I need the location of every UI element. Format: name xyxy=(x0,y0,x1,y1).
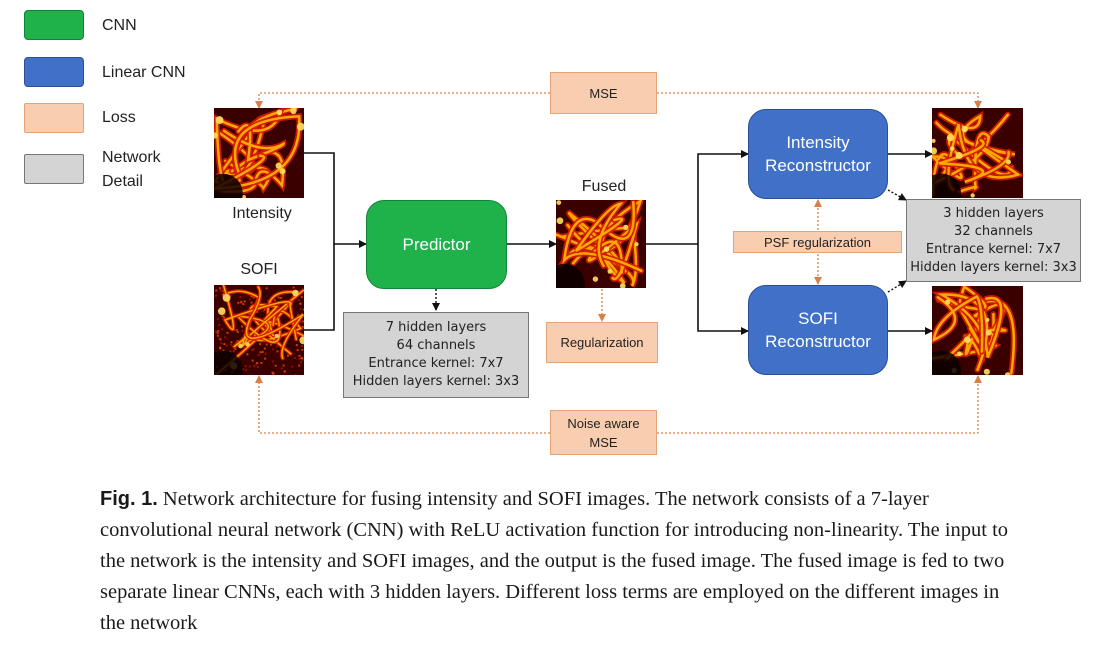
predictor-detail-line: Entrance kernel: 7x7 xyxy=(368,356,504,371)
caption-label: Fig. 1. xyxy=(100,488,158,510)
sofi-to-predictor-line xyxy=(304,244,335,331)
fused-label: Fused xyxy=(581,178,627,195)
regularization-loss-box: Regularization xyxy=(546,322,658,363)
reconstructor-detail-line: 3 hidden layers xyxy=(943,205,1044,221)
connector-layer xyxy=(255,92,982,434)
legend-swatch-loss xyxy=(24,103,84,133)
sofi-output-image xyxy=(932,286,1023,375)
caption-text: Network architecture for fusing intensit… xyxy=(100,488,1009,634)
predictor-detail-box: 7 hidden layers 64 channels Entrance ker… xyxy=(343,312,529,398)
mse-loss-box: MSE xyxy=(550,72,657,114)
predictor-detail-line: 7 hidden layers xyxy=(385,320,487,335)
intensity-to-predictor-line xyxy=(304,152,367,248)
legend-swatch-network-detail xyxy=(24,154,84,184)
mse-left-line xyxy=(255,92,550,109)
legend-swatch-cnn xyxy=(24,10,84,40)
legend-swatch-linear-cnn xyxy=(24,57,84,87)
recon-detail-pointer-bottom xyxy=(887,280,907,293)
predictor-detail-line: 64 channels xyxy=(396,338,476,353)
sofi-reconstructor-node: SOFI Reconstructor xyxy=(748,285,888,375)
legend-label-cnn: CNN xyxy=(102,17,137,34)
mse-right-line xyxy=(657,92,982,109)
to-sofi-reconstructor-line xyxy=(697,244,749,335)
predictor-detail-line: Hidden layers kernel: 3x3 xyxy=(352,374,520,389)
predictor-node: Predictor xyxy=(366,200,507,289)
to-intensity-reconstructor-line xyxy=(697,150,749,244)
noise-mse-right-line xyxy=(657,375,982,434)
intensity-image xyxy=(214,108,304,198)
fused-image xyxy=(556,200,646,288)
legend-label-linear-cnn: Linear CNN xyxy=(102,64,186,81)
reconstructor-detail-box: 3 hidden layers 32 channels Entrance ker… xyxy=(906,199,1081,282)
reconstructor-detail-line: Hidden layers kernel: 3x3 xyxy=(910,259,1077,275)
intensity-output-image xyxy=(932,108,1023,198)
psf-regularization-loss-box: PSF regularization xyxy=(733,231,902,253)
intensity-label: Intensity xyxy=(232,205,292,222)
legend-label-loss: Loss xyxy=(102,109,136,126)
intensity-reconstructor-node: Intensity Reconstructor xyxy=(748,109,888,199)
recon-detail-pointer-top xyxy=(887,189,907,201)
noise-mse-left-line xyxy=(255,375,550,434)
sofi-image xyxy=(214,285,304,375)
figure-caption: Fig. 1. Network architecture for fusing … xyxy=(100,484,1020,639)
sofi-label: SOFI xyxy=(240,261,278,278)
reconstructor-detail-line: 32 channels xyxy=(954,223,1033,239)
noise-aware-mse-loss-box: Noise aware MSE xyxy=(550,410,657,455)
legend-label-network-detail: Network Detail xyxy=(102,149,161,190)
reconstructor-detail-line: Entrance kernel: 7x7 xyxy=(925,241,1062,257)
